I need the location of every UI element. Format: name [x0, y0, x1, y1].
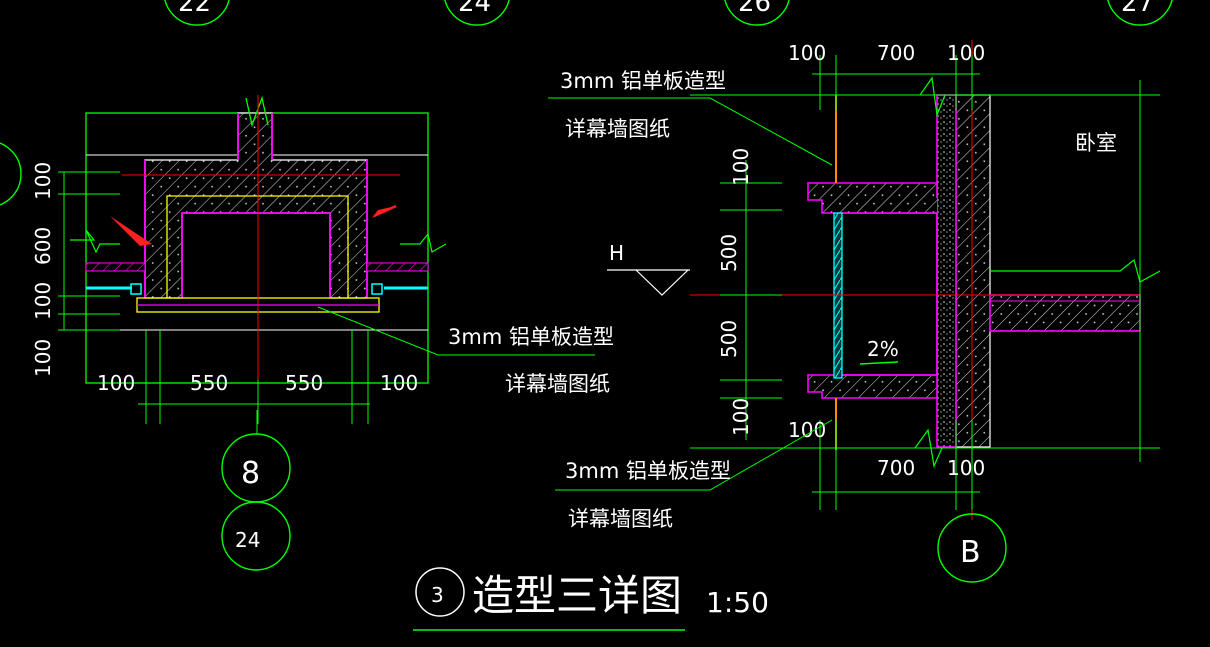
section-note-top-line2: 详幕墙图纸 [565, 117, 670, 141]
plan-dim-v-1: 100 [31, 162, 55, 200]
section-bottom-dimensions [812, 420, 980, 510]
grid-bubble-27-label: 27 [1121, 0, 1154, 18]
level-mark-label: H [609, 241, 624, 265]
plan-dim-v-4: 100 [31, 339, 55, 377]
plan-column-outline [144, 113, 368, 298]
slope-arrow [859, 361, 899, 365]
room-label: 卧室 [1075, 131, 1117, 155]
plan-inner-opening [181, 212, 331, 298]
section-note-bottom-leader [555, 419, 833, 491]
plan-horizontal-dimensions [138, 330, 370, 424]
plan-dim-v-2: 600 [31, 227, 55, 265]
grid-bubble-24-label: 24 [458, 0, 491, 18]
plan-note-line2: 详幕墙图纸 [505, 372, 610, 396]
section-dim-bottom-1: 100 [788, 418, 826, 442]
section-bubble-b-label: B [960, 535, 981, 570]
section-break-bottom [914, 428, 943, 469]
section-dim-top-3: 100 [947, 41, 985, 65]
plan-floor-right [366, 262, 429, 272]
section-dim-bottom-2: 700 [877, 456, 915, 480]
grid-bubble-22 [164, 0, 230, 26]
section-top-ledge-fill [835, 198, 937, 213]
section-bottom-ledge [807, 374, 938, 399]
grid-bubble-27 [1107, 0, 1173, 26]
section-view: 100 700 100 100 700 100 100 500 500 100 … [548, 40, 1161, 583]
grid-bubble-22-label: 22 [178, 0, 211, 18]
plan-floor-left [85, 262, 146, 272]
plan-dim-v-3: 100 [31, 282, 55, 320]
plan-concrete-column [144, 112, 368, 299]
title-number: 3 [431, 583, 444, 607]
drawing-title-block: 3 造型三详图 1:50 [413, 567, 769, 631]
plan-dim-h-2: 550 [190, 371, 228, 395]
plan-bubble-24-label: 24 [235, 528, 260, 552]
section-dim-v-4: 100 [729, 398, 753, 436]
plan-dim-h-1: 100 [97, 371, 135, 395]
plan-view: 100 600 100 100 100 550 550 100 3mm 铝单板造… [31, 95, 614, 571]
plan-vertical-dimensions [58, 171, 120, 331]
plan-red-arrow-left [110, 216, 152, 246]
section-note-bottom-line2: 详幕墙图纸 [568, 507, 673, 531]
section-dim-top-2: 700 [877, 41, 915, 65]
title-number-circle [415, 567, 465, 617]
section-vertical-dimensions [720, 160, 782, 440]
level-mark-triangle [607, 269, 690, 296]
plan-bubble-24 [221, 501, 291, 571]
plan-break-left [70, 229, 120, 254]
section-dim-v-3: 500 [717, 320, 741, 358]
plan-frame-left [130, 283, 142, 295]
slope-label: 2% [867, 337, 899, 361]
section-dim-v-1: 100 [729, 148, 753, 186]
grid-bubble-left [0, 142, 22, 206]
drawing-title: 造型三详图 [472, 571, 682, 620]
section-dim-top-1: 100 [788, 41, 826, 65]
section-floor-slab [989, 294, 1141, 332]
section-wall-column [955, 94, 991, 448]
plan-dim-h-4: 100 [380, 371, 418, 395]
section-top-dimensions [812, 55, 980, 110]
top-grid-bubble-labels: 22 24 26 27 [178, 0, 1154, 18]
top-grid-bubbles [0, 0, 1173, 206]
drawing-scale: 1:50 [706, 586, 769, 619]
section-bubble-b [937, 513, 1007, 583]
plan-dim-h-3: 550 [285, 371, 323, 395]
section-note-top-leader [548, 97, 833, 166]
section-note-top-line1: 3mm 铝单板造型 [560, 69, 726, 93]
grid-bubble-24 [444, 0, 510, 26]
plan-bubble-8-label: 8 [241, 456, 260, 491]
section-break-top [919, 76, 946, 118]
plan-break-line [245, 95, 269, 128]
grid-bubble-26-label: 26 [738, 0, 771, 18]
grid-bubble-26 [724, 0, 790, 26]
plan-break-right [400, 232, 447, 253]
plan-note-leader [317, 306, 595, 356]
plan-red-arrow-right-shaft [373, 204, 397, 218]
section-dim-bottom-3: 100 [947, 456, 985, 480]
section-note-bottom-line1: 3mm 铝单板造型 [565, 459, 731, 483]
section-break-right [990, 258, 1161, 283]
section-wall-insulation [936, 94, 957, 448]
plan-note-line1: 3mm 铝单板造型 [448, 325, 614, 349]
plan-frame-right [371, 283, 383, 295]
section-dim-v-2: 500 [717, 234, 741, 272]
